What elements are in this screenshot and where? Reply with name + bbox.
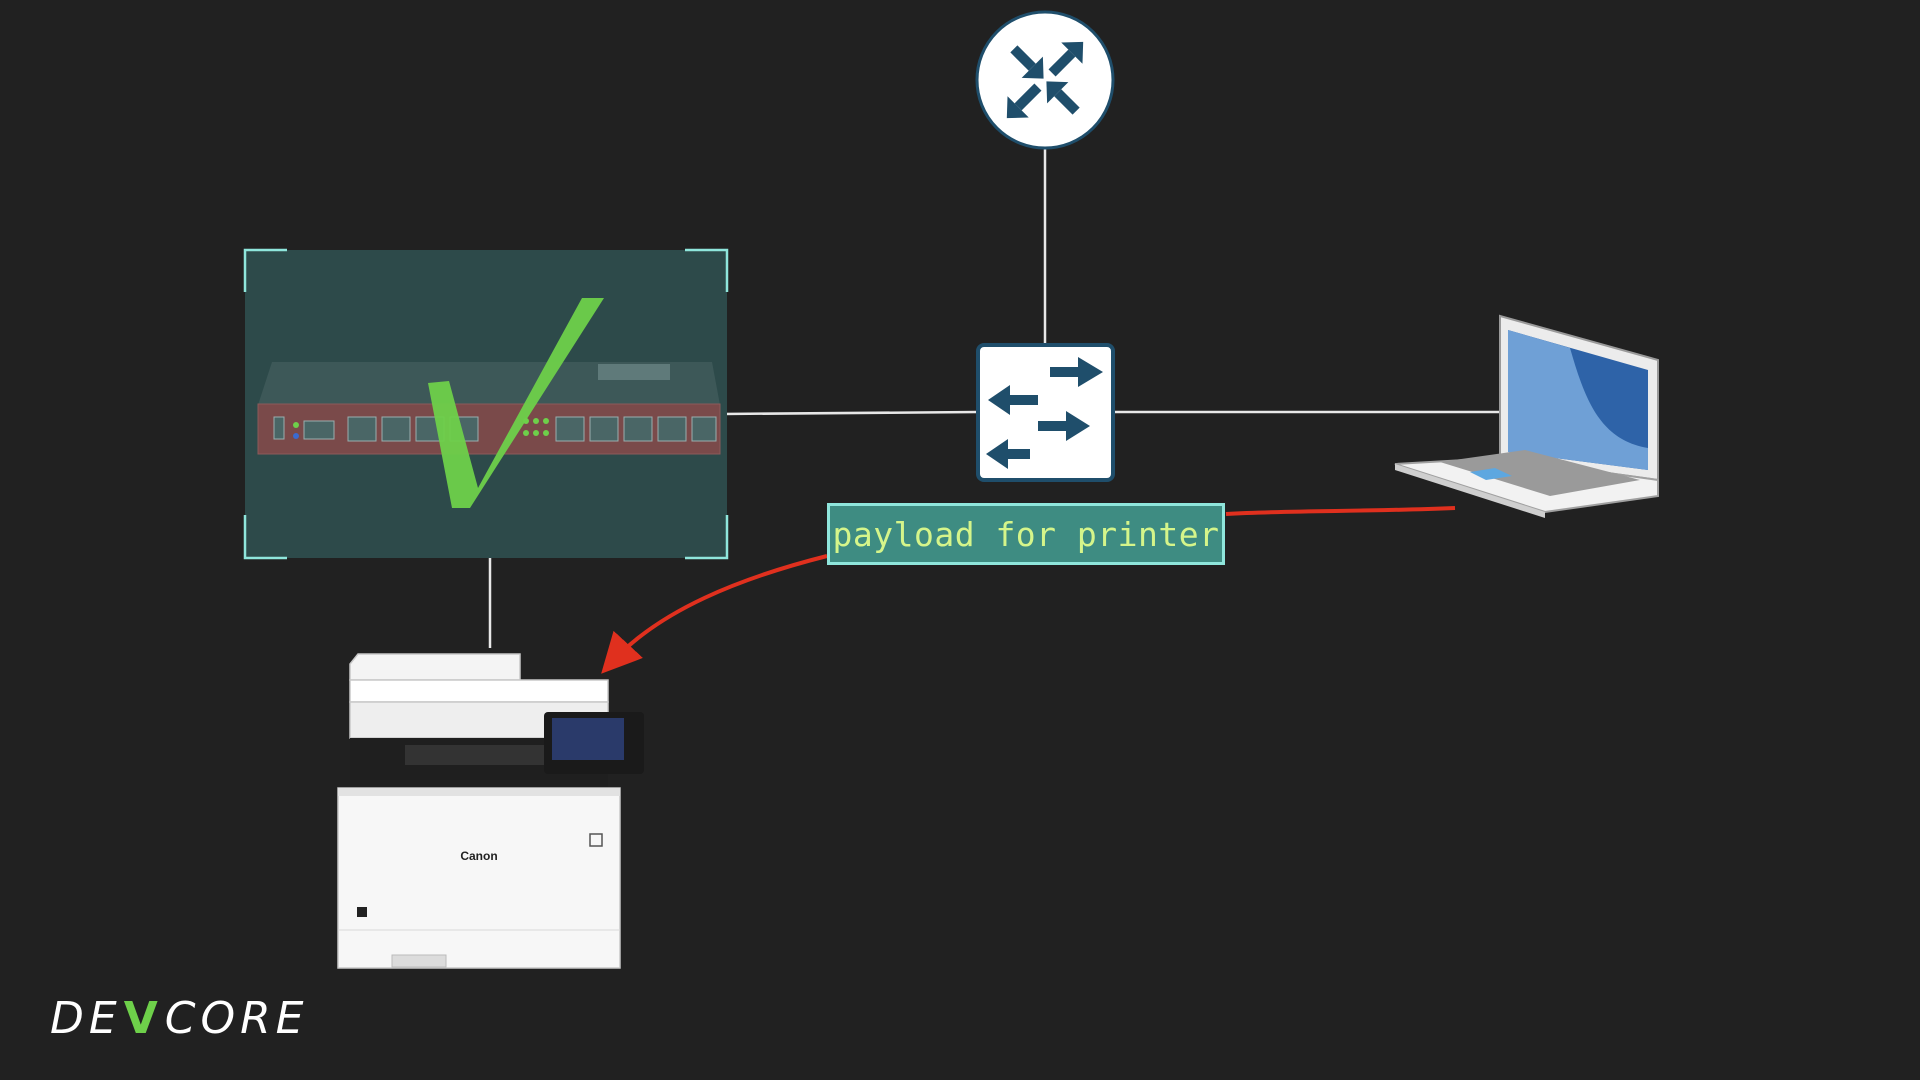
logo-mark: V — [123, 992, 163, 1044]
logo-prefix: DE — [50, 992, 122, 1044]
printer-brand-label: Canon — [460, 849, 497, 863]
compromised-router — [243, 248, 729, 560]
network-switch-icon — [976, 343, 1115, 482]
payload-label-box: payload for printer — [827, 503, 1225, 565]
printer-icon: Canon — [337, 653, 644, 969]
logo-suffix: CORE — [164, 992, 309, 1044]
selection-frame-corners — [243, 248, 729, 560]
link-router-switch — [721, 410, 979, 416]
payload-flow-arrow — [601, 506, 1456, 674]
laptop-icon — [1394, 314, 1659, 518]
gateway-router-icon — [975, 10, 1115, 150]
payload-label: payload for printer — [832, 514, 1220, 554]
green-check-icon — [428, 298, 604, 508]
router-device-icon — [257, 362, 721, 455]
